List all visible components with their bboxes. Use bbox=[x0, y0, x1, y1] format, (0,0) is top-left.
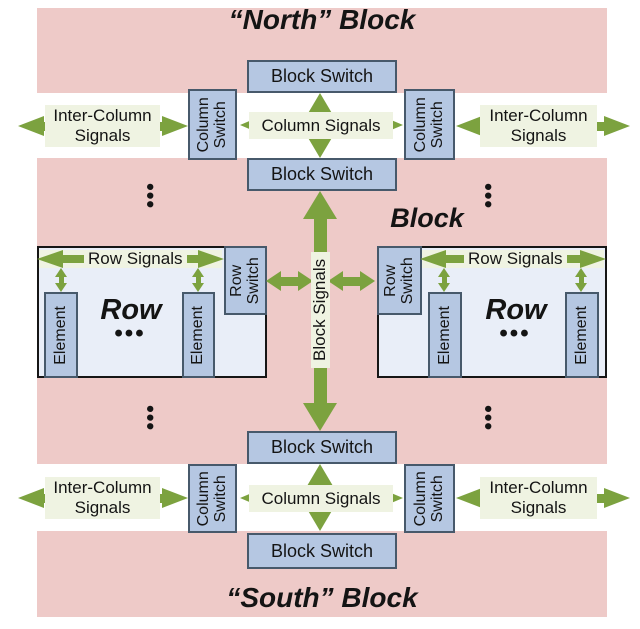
column-switch-bottom-left: Column Switch bbox=[188, 464, 237, 533]
row-switch-label: Row Switch bbox=[227, 256, 262, 305]
column-switch-label: Column Switch bbox=[411, 96, 446, 153]
label-inter-column-top-right: Inter-Column Signals bbox=[480, 105, 597, 147]
block-switch-label: Block Switch bbox=[270, 437, 374, 457]
label-column-signals-top: Column Signals bbox=[249, 112, 393, 139]
column-switch-label: Column Switch bbox=[194, 470, 229, 527]
horizontal-ellipsis-row-left: ••• bbox=[114, 320, 146, 347]
arrow-column-signals-top-vertical bbox=[307, 93, 333, 158]
label-inter-column-top-left: Inter-Column Signals bbox=[45, 105, 160, 147]
block-switch-center-top: Block Switch bbox=[247, 158, 397, 191]
horizontal-ellipsis-row-right: ••• bbox=[499, 320, 531, 347]
element-left-2: Element bbox=[182, 292, 215, 378]
column-switch-top-right: Column Switch bbox=[404, 89, 455, 160]
label-block-signals: Block Signals bbox=[311, 252, 330, 368]
label-inter-column-bottom-right: Inter-Column Signals bbox=[480, 477, 597, 519]
column-switch-label: Column Switch bbox=[194, 96, 229, 153]
arrow-block-signals-vertical bbox=[303, 191, 337, 431]
arrow-element-left-2 bbox=[192, 268, 205, 292]
south-block-title: “South” Block bbox=[226, 582, 418, 613]
arrow-element-left-1 bbox=[55, 268, 68, 292]
label-row-signals-left: Row Signals bbox=[84, 250, 187, 268]
block-switch-south: Block Switch bbox=[247, 533, 397, 569]
arrow-block-signals-left bbox=[266, 271, 313, 291]
vertical-ellipsis-bottom-right: ••• bbox=[476, 405, 501, 432]
arrow-element-right-1 bbox=[438, 268, 451, 292]
label-column-signals-bottom: Column Signals bbox=[249, 485, 393, 512]
element-left-1: Element bbox=[44, 292, 78, 378]
block-switch-north: Block Switch bbox=[247, 60, 397, 93]
block-switch-label: Block Switch bbox=[270, 66, 374, 86]
row-title-left: Row bbox=[100, 294, 162, 326]
row-title-right: Row bbox=[485, 294, 547, 326]
row-switch-left: Row Switch bbox=[224, 246, 267, 315]
arrow-block-signals-right bbox=[328, 271, 375, 291]
north-block-title: “North” Block bbox=[228, 4, 416, 35]
column-switch-top-left: Column Switch bbox=[188, 89, 237, 160]
element-right-2: Element bbox=[565, 292, 599, 378]
block-switch-center-bottom: Block Switch bbox=[247, 431, 397, 464]
label-inter-column-bottom-left: Inter-Column Signals bbox=[45, 477, 160, 519]
label-row-signals-right: Row Signals bbox=[464, 250, 567, 268]
block-switch-label: Block Switch bbox=[270, 164, 374, 184]
vertical-ellipsis-top-right: ••• bbox=[476, 183, 501, 210]
element-right-1: Element bbox=[428, 292, 462, 378]
column-switch-label: Column Switch bbox=[411, 470, 446, 527]
column-switch-bottom-right: Column Switch bbox=[404, 464, 455, 533]
row-switch-label: Row Switch bbox=[381, 256, 416, 305]
vertical-ellipsis-bottom-left: ••• bbox=[138, 405, 163, 432]
row-switch-right: Row Switch bbox=[377, 246, 422, 315]
block-switch-label: Block Switch bbox=[270, 540, 374, 561]
vertical-ellipsis-top-left: ••• bbox=[138, 183, 163, 210]
block-signals-text: Block Signals bbox=[310, 258, 330, 362]
arrow-element-right-2 bbox=[575, 268, 588, 292]
center-block-title: Block bbox=[390, 203, 464, 233]
